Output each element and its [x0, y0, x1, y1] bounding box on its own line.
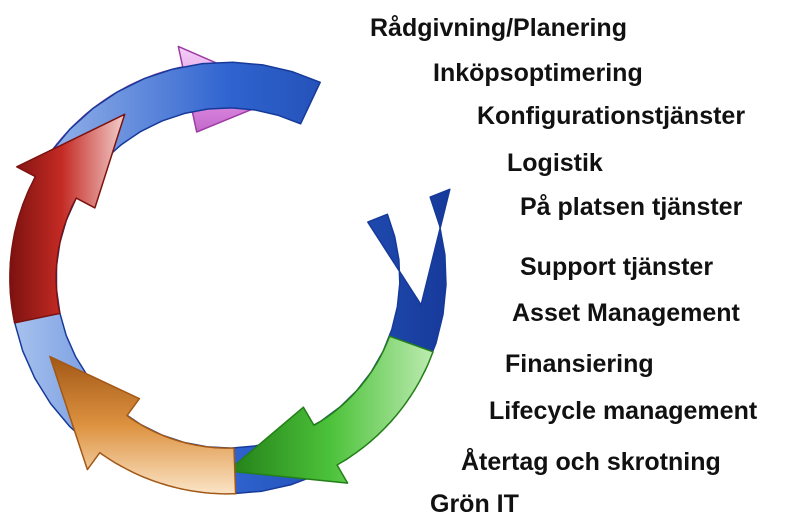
cycle-arrow-red	[9, 113, 126, 324]
service-label-gron-it: Grön IT	[430, 490, 519, 518]
service-label-inkopsoptimering: Inköpsoptimering	[433, 59, 643, 87]
service-label-konfiguration: Konfigurationstjänster	[477, 102, 746, 130]
service-label-support: Support tjänster	[520, 253, 714, 281]
cycle-arrow-orange	[49, 355, 237, 495]
service-label-lifecycle: Lifecycle management	[489, 397, 758, 425]
service-label-logistik: Logistik	[507, 149, 603, 177]
service-label-atertag: Återtag och skrotning	[461, 448, 721, 476]
service-label-pa-platsen: På platsen tjänster	[520, 193, 743, 221]
cycle-arrow-green	[227, 335, 434, 484]
service-label-finansiering: Finansiering	[505, 350, 654, 378]
service-label-asset-management: Asset Management	[512, 299, 740, 327]
cycle-arrows	[9, 45, 451, 495]
service-label-radgivning: Rådgivning/Planering	[370, 14, 627, 42]
